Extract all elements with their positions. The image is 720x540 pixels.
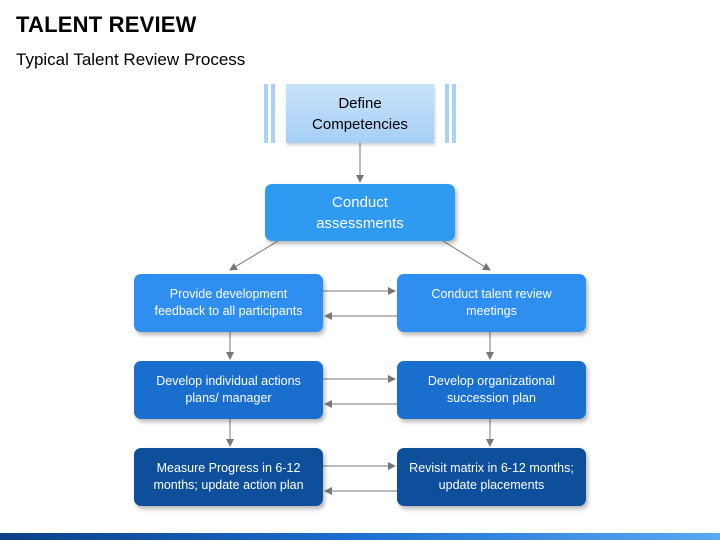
page-subtitle: Typical Talent Review Process xyxy=(16,50,246,69)
step-conduct-label: Conduct assessments xyxy=(316,193,404,232)
decor-bar-right-inner xyxy=(445,84,449,143)
step-talent-review-meetings-label: Conduct talent review meetings xyxy=(431,287,552,318)
step-define-label: Define Competencies xyxy=(312,94,408,133)
step-provide-feedback-label: Provide development feedback to all part… xyxy=(154,287,303,318)
arrow-conduct-to-feedback xyxy=(229,240,279,271)
page-title: TALENT REVIEW xyxy=(16,12,197,37)
step-measure-progress-label: Measure Progress in 6-12 months; update … xyxy=(153,461,304,492)
decor-bar-left-inner xyxy=(271,84,275,143)
step-revisit-matrix-label: Revisit matrix in 6-12 months; update pl… xyxy=(409,461,574,492)
step-revisit-matrix: Revisit matrix in 6-12 months; update pl… xyxy=(397,448,586,506)
step-individual-actions-label: Develop individual actions plans/ manage… xyxy=(156,374,301,405)
step-provide-feedback: Provide development feedback to all part… xyxy=(134,274,323,332)
step-talent-review-meetings: Conduct talent review meetings xyxy=(397,274,586,332)
step-succession-plan-label: Develop organizational succession plan xyxy=(427,374,556,405)
step-individual-actions: Develop individual actions plans/ manage… xyxy=(134,361,323,419)
footer-accent-bar xyxy=(0,533,720,540)
decor-bar-right-outer xyxy=(452,84,456,143)
step-define-competencies: Define Competencies xyxy=(286,84,434,143)
decor-bar-left-outer xyxy=(264,84,268,143)
step-measure-progress: Measure Progress in 6-12 months; update … xyxy=(134,448,323,506)
step-succession-plan: Develop organizational succession plan xyxy=(397,361,586,419)
arrow-conduct-to-meetings xyxy=(442,240,491,271)
step-conduct-assessments: Conduct assessments xyxy=(265,184,455,241)
